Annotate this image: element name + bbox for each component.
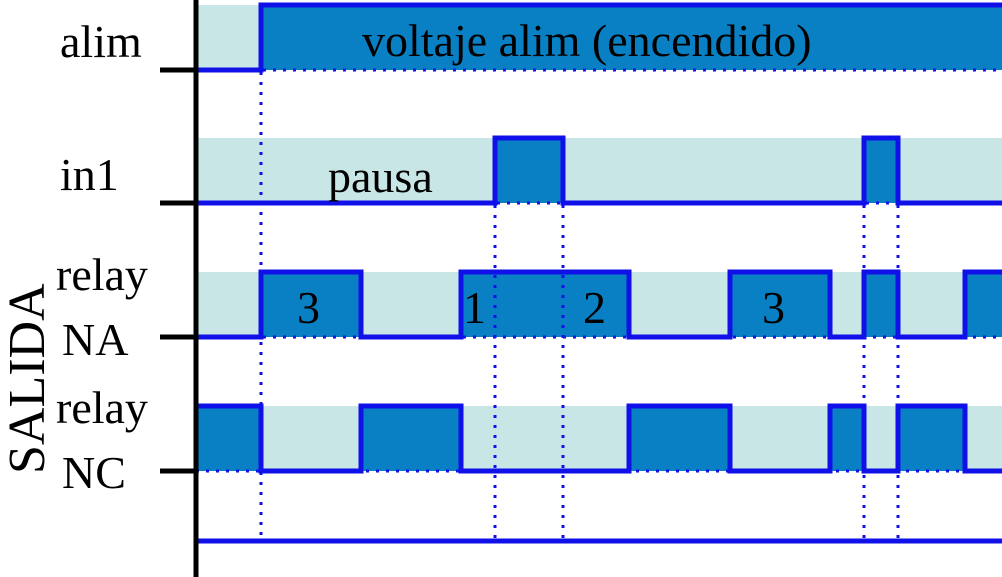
relay-nc-pulse-4 — [830, 406, 864, 471]
label-relay-nc-2: NC — [62, 447, 126, 498]
segment-label-1: 3 — [297, 282, 320, 333]
in1-pulse-2 — [864, 138, 898, 203]
label-alim: alim — [60, 16, 142, 67]
signal-bands — [196, 5, 1002, 471]
relay-na-pulse-5 — [965, 272, 1002, 337]
relay-nc-pulse-1 — [196, 406, 261, 471]
label-relay-na-2: NA — [62, 314, 128, 365]
relay-na-pulse-3 — [730, 272, 830, 337]
axes — [160, 0, 1002, 577]
relay-nc-band — [196, 406, 1002, 471]
label-relay-nc-1: relay — [56, 382, 148, 433]
alim-pulse — [261, 5, 1002, 70]
relay-na-pulse-4 — [864, 272, 898, 337]
alim-annotation: voltaje alim (encendido) — [362, 15, 812, 66]
relay-na-pulse-1 — [261, 272, 361, 337]
segment-label-2: 1 — [463, 282, 486, 333]
segment-label-4: 3 — [762, 282, 785, 333]
relay-na-pulse-2 — [461, 272, 629, 337]
label-relay-na-1: relay — [56, 249, 148, 300]
relay-nc-pulse-3 — [629, 406, 730, 471]
relay-na-waveform — [196, 269, 1002, 340]
waveforms — [196, 2, 1002, 474]
signal-pulses — [196, 5, 1002, 471]
relay-nc-pulse-5 — [898, 406, 965, 471]
alim-waveform — [196, 2, 1002, 73]
relay-nc-waveform — [196, 403, 1002, 474]
in1-pulse-1 — [495, 138, 563, 203]
label-salida: SALIDA — [0, 283, 56, 474]
label-in1: in1 — [60, 149, 119, 200]
pausa-annotation: pausa — [328, 151, 433, 202]
segment-label-3: 2 — [583, 282, 606, 333]
relay-nc-pulse-2 — [361, 406, 461, 471]
in1-waveform — [196, 135, 1002, 206]
